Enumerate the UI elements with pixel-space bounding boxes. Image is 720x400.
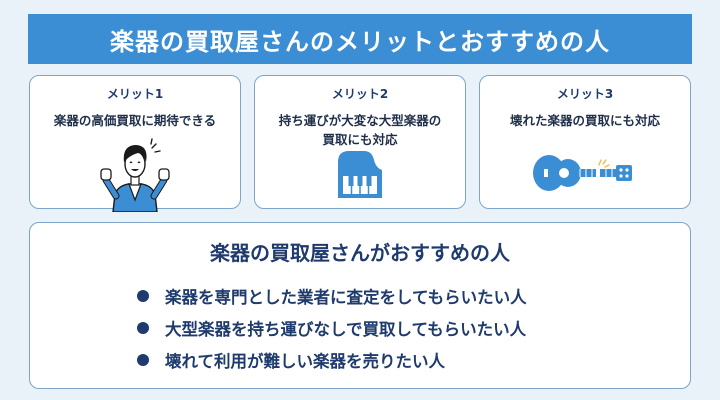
list-item: 大型楽器を持ち運びなしで買取してもらいたい人: [137, 315, 527, 341]
merit-card-3: メリット3 壊れた楽器の買取にも対応: [479, 75, 691, 209]
merit-text: 持ち運びが大変な大型楽器の 買取にも対応: [255, 111, 465, 149]
merit-heading: メリット1: [106, 87, 164, 101]
broken-guitar-icon: [533, 155, 632, 191]
bullet-icon: [137, 354, 149, 366]
bullet-icon: [137, 322, 149, 334]
piano-icon: [338, 151, 382, 198]
merit-text: 楽器の高価買取に期待できる: [30, 111, 240, 130]
bullet-icon: [137, 290, 149, 302]
recommend-title: 楽器の買取屋さんがおすすめの人: [210, 241, 510, 265]
recommend-list: 楽器を専門とした業者に査定をしてもらいたい人 大型楽器を持ち運びなしで買取しても…: [137, 283, 527, 379]
list-item-text: 大型楽器を持ち運びなしで買取してもらいたい人: [165, 320, 527, 339]
recommend-panel: 楽器の買取屋さんがおすすめの人 楽器を専門とした業者に査定をしてもらいたい人 大…: [29, 222, 691, 389]
list-item-text: 楽器を専門とした業者に査定をしてもらいたい人: [165, 288, 527, 307]
merit-text-line: 壊れた楽器の買取にも対応: [509, 113, 660, 128]
merit-text: 壊れた楽器の買取にも対応: [480, 111, 690, 130]
list-item: 楽器を専門とした業者に査定をしてもらいたい人: [137, 283, 527, 309]
merit-heading: メリット2: [331, 87, 389, 101]
list-item-text: 壊れて利用が難しい楽器を売りたい人: [165, 352, 446, 371]
merit-text-line: 楽器の高価買取に期待できる: [53, 113, 217, 128]
merit-card-2: メリット2 持ち運びが大変な大型楽器の 買取にも対応: [254, 75, 466, 209]
merit-card-1: メリット1 楽器の高価買取に期待できる: [29, 75, 241, 212]
page-title: 楽器の買取屋さんのメリットとおすすめの人: [110, 27, 610, 56]
title-banner: 楽器の買取屋さんのメリットとおすすめの人: [28, 14, 692, 64]
happy-person-icon: [100, 138, 170, 212]
merit-heading: メリット3: [556, 87, 614, 101]
list-item: 壊れて利用が難しい楽器を売りたい人: [137, 347, 527, 373]
merit-text-line: 買取にも対応: [322, 132, 398, 147]
merit-text-line: 持ち運びが大変な大型楽器の: [278, 113, 442, 128]
